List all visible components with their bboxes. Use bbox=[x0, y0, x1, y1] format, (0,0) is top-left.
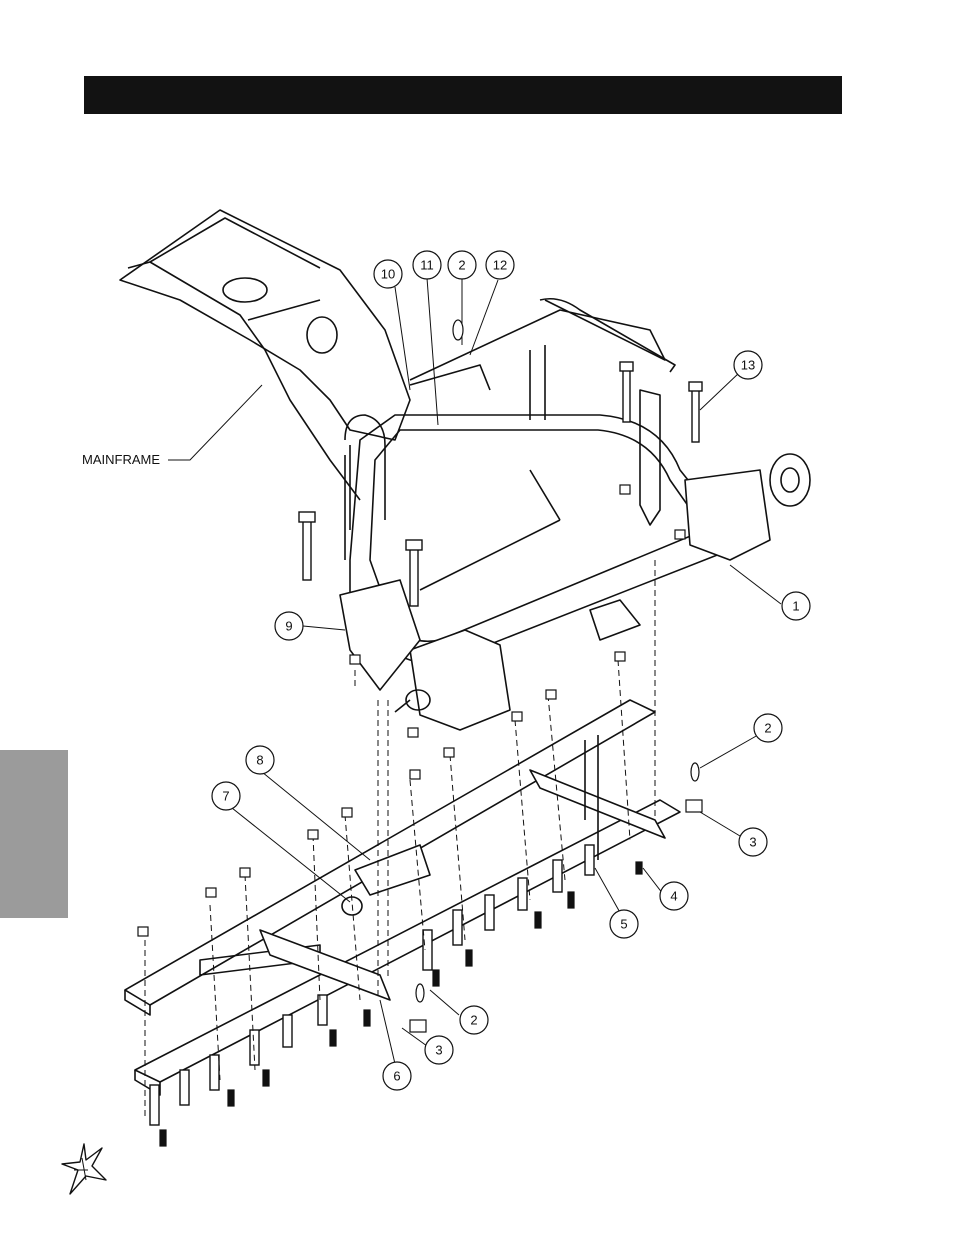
callout-2-lower: 2 bbox=[470, 1013, 477, 1028]
callout-11: 11 bbox=[420, 258, 434, 273]
lower-bolts bbox=[160, 862, 642, 1146]
callout-2-top: 2 bbox=[458, 258, 465, 273]
callout-9: 9 bbox=[285, 619, 292, 634]
callout-6: 6 bbox=[393, 1069, 400, 1084]
callout-4: 4 bbox=[670, 889, 677, 904]
callout-3-lower: 3 bbox=[435, 1043, 442, 1058]
mainframe-label: MAINFRAME bbox=[82, 452, 160, 467]
callout-2-right: 2 bbox=[764, 721, 771, 736]
callout-7: 7 bbox=[222, 789, 229, 804]
callout-8: 8 bbox=[256, 753, 263, 768]
callout-1: 1 bbox=[792, 599, 799, 614]
callout-13: 13 bbox=[741, 358, 755, 373]
callout-10: 10 bbox=[381, 267, 395, 282]
mainframe-drawing bbox=[120, 210, 810, 730]
callout-12: 12 bbox=[493, 258, 507, 273]
star-logo-icon bbox=[58, 1140, 110, 1198]
callout-5: 5 bbox=[620, 917, 627, 932]
callout-3-right: 3 bbox=[749, 835, 756, 850]
